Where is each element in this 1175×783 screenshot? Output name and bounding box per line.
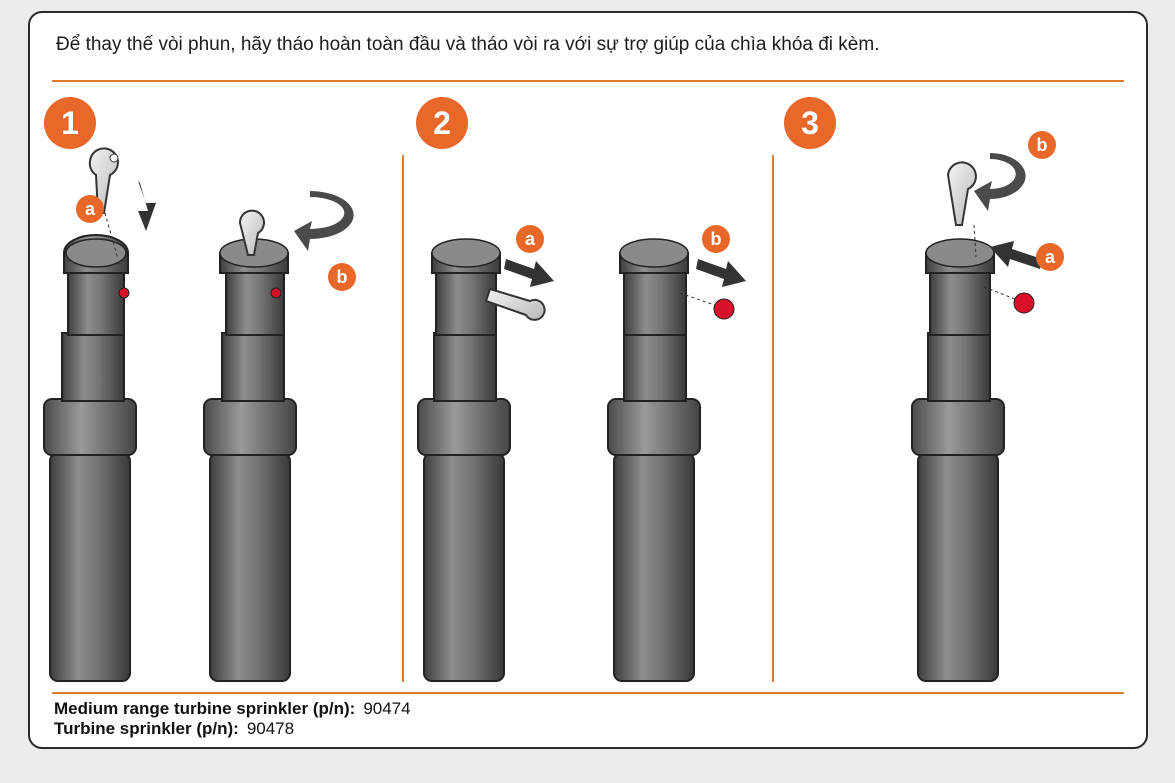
- letter-badge-2b: b: [702, 225, 730, 253]
- sprinkler-1b: [203, 191, 354, 682]
- sprinkler-2b: [607, 238, 746, 682]
- part-value-1: 90474: [363, 699, 411, 718]
- step-divider-2: [772, 155, 774, 682]
- header-rule: [52, 80, 1124, 82]
- part-label-2: Turbine sprinkler (p/n):: [54, 719, 239, 738]
- part-row-2: Turbine sprinkler (p/n): 90478: [54, 719, 411, 739]
- letter-badge-2a: a: [516, 225, 544, 253]
- step-number-badge-1: 1: [44, 97, 96, 149]
- svg-text:2: 2: [433, 105, 451, 141]
- footer-rule: [52, 692, 1124, 694]
- step-number-badge-3: 3: [784, 97, 836, 149]
- part-value-2: 90478: [246, 719, 295, 738]
- svg-text:b: b: [337, 267, 348, 287]
- svg-text:a: a: [525, 229, 536, 249]
- svg-text:b: b: [711, 229, 722, 249]
- part-numbers: Medium range turbine sprinkler (p/n):904…: [54, 699, 411, 739]
- svg-text:3: 3: [801, 105, 819, 141]
- svg-text:b: b: [1037, 135, 1048, 155]
- letter-badge-1b: b: [328, 263, 356, 291]
- sprinkler-1a: [43, 234, 137, 682]
- sprinkler-2a: [417, 238, 554, 682]
- letter-badge-1a: a: [76, 195, 104, 223]
- instruction-panel: Để thay thế vòi phun, hãy tháo hoàn toàn…: [28, 11, 1148, 749]
- illustrations: 1 2 3 a: [43, 97, 1064, 682]
- svg-text:a: a: [1045, 247, 1056, 267]
- key-icon: [88, 147, 156, 260]
- step-number-badge-2: 2: [416, 97, 468, 149]
- part-label-1: Medium range turbine sprinkler (p/n):: [54, 699, 356, 718]
- letter-badge-3b: b: [1028, 131, 1056, 159]
- letter-badge-3a: a: [1036, 243, 1064, 271]
- sprinkler-3: [911, 153, 1042, 682]
- svg-text:a: a: [85, 199, 96, 219]
- part-row-1: Medium range turbine sprinkler (p/n): 904…: [54, 699, 411, 719]
- step-divider-1: [402, 155, 404, 682]
- instruction-text: Để thay thế vòi phun, hãy tháo hoàn toàn…: [56, 34, 880, 55]
- svg-text:1: 1: [61, 105, 79, 141]
